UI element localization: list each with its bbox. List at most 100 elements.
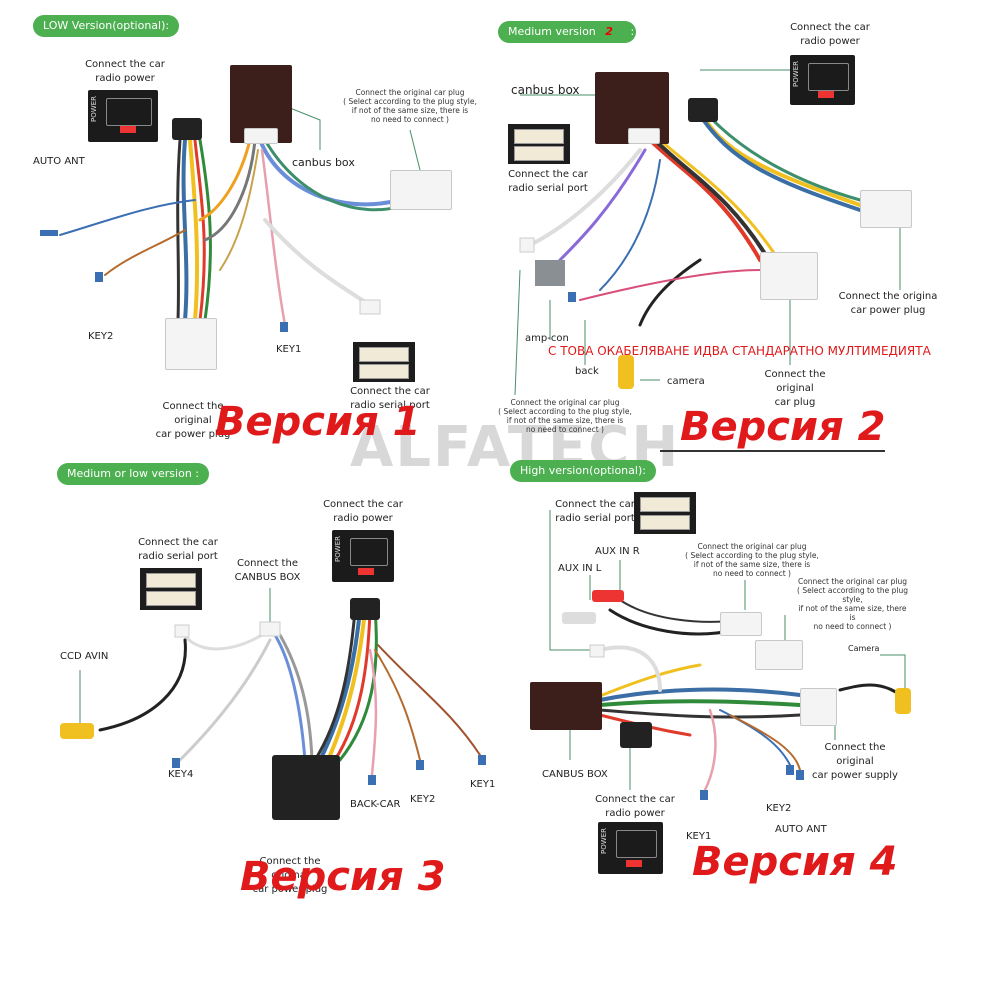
panel3-serial-connector	[140, 568, 202, 610]
panel3-canbus-label: Connect the CANBUS BOX	[234, 558, 301, 583]
panel2-version-label: Версия 2	[680, 404, 886, 450]
panel4-aux-l-label: AUX IN L	[558, 563, 602, 574]
panel4-aux-r-rca	[592, 590, 624, 602]
panel1-canbus-box-label: canbus box	[292, 156, 355, 169]
panel1-header: LOW Version(optional):	[33, 15, 180, 37]
fuse	[818, 91, 834, 98]
panel4-aux-l-rca	[562, 612, 596, 624]
panel2-back-label: back	[575, 366, 599, 377]
panel3-radio-power-connector: POWER	[332, 530, 394, 582]
panel4-power-supply-plug	[800, 688, 837, 726]
panel3-back-car-label: BACK-CAR	[350, 799, 401, 810]
power-text: POWER	[90, 96, 98, 122]
panel4-plug-b	[755, 640, 803, 670]
panel3-iso-connector	[272, 755, 340, 820]
panel1-radio-power-connector: POWER	[88, 90, 158, 142]
panel1-key2-label: KEY2	[88, 331, 114, 342]
panel4-canbus-box	[530, 682, 602, 730]
panel4-aux-r-label: AUX IN R	[595, 546, 640, 557]
panel3-ccd-rca	[60, 723, 94, 739]
panel4-camera-label: Camera	[848, 644, 880, 653]
panel1-plug-note: Connect the original car plug ( Select a…	[343, 88, 477, 124]
panel2-underline	[660, 450, 885, 452]
fuse	[120, 126, 136, 133]
power-text: POWER	[334, 536, 342, 562]
panel2-radio-power-connector: POWER	[790, 55, 855, 105]
panel1-power-plug-label: Connect the original car power plug	[155, 401, 231, 440]
serial-row	[146, 573, 196, 588]
panel4-radio-power-connector: POWER	[598, 822, 663, 874]
power-text: POWER	[792, 61, 800, 87]
panel2-black-connector	[688, 98, 718, 122]
panel2-power-plug-label: Connect the origina car power plug	[838, 291, 938, 316]
panel3-ccd-avin-label: CCD AVIN	[60, 651, 109, 662]
serial-row	[359, 364, 409, 379]
panel4-plug-note-b: Connect the original car plug ( Select a…	[797, 577, 908, 631]
panel4-power-supply-label: Connect the original car power supply	[812, 742, 898, 781]
panel4-header: High version(optional):	[510, 460, 656, 482]
panel2-header-tail: :	[630, 25, 635, 38]
panel2-camera-rca	[618, 355, 634, 389]
power-text: POWER	[600, 828, 608, 854]
panel2-serial-connector	[508, 124, 570, 164]
panel3-black-connector	[350, 598, 380, 620]
panel1-black-connector	[172, 118, 202, 140]
panel3-wires	[98, 608, 481, 777]
panel2-car-plug	[760, 252, 818, 300]
panel2-power-plug	[860, 190, 912, 228]
panel2-header-text: Medium version	[508, 25, 596, 38]
panel4-serial-connector	[634, 492, 696, 534]
serial-row	[514, 146, 564, 161]
panel1-version-label: Версия 1	[215, 399, 421, 445]
panel3-key2-label: KEY2	[410, 794, 436, 805]
panel4-serial-port-label: Connect the car radio serial port	[555, 499, 635, 524]
panel3-key4-label: KEY4	[168, 769, 194, 780]
panel1-wires	[59, 138, 407, 327]
panel2-red-note: С ТОВА ОКАБЕЛЯВАНЕ ИДВА СТАНДАРАТНО МУЛТ…	[548, 344, 931, 358]
panel2-header-number: 2	[605, 25, 613, 38]
panel2-car-plug-label: Connect the original car plug	[764, 369, 826, 408]
panel2-canbus-box-label: canbus box	[511, 83, 580, 97]
panel1-radio-power-label: Connect the car radio power	[85, 59, 165, 84]
serial-row	[514, 129, 564, 144]
serial-row	[640, 515, 690, 530]
serial-row	[146, 591, 196, 606]
panel1-serial-connector	[353, 342, 415, 382]
panel2-wires	[528, 108, 862, 327]
panel4-canbus-box-label: CANBUS BOX	[542, 769, 608, 780]
panel1-original-plug	[390, 170, 452, 210]
panel2-radio-power-label: Connect the car radio power	[790, 22, 870, 47]
panel2-amp-con-label: amp-con	[525, 333, 569, 344]
panel3-version-label: Версия 3	[240, 854, 446, 900]
panel1-power-plug	[165, 318, 217, 370]
panel3-key1-label: KEY1	[470, 779, 496, 790]
panel4-key1-label: KEY1	[686, 831, 712, 842]
panel3-header: Medium or low version :	[57, 463, 209, 485]
serial-row	[359, 347, 409, 362]
panel4-plug-a	[720, 612, 762, 636]
panel1-key1-label: KEY1	[276, 344, 302, 355]
pin-block	[616, 830, 657, 858]
panel1-serial-port-label: Connect the car radio serial port	[350, 386, 430, 411]
fuse	[358, 568, 374, 575]
panel3-serial-port-label: Connect the car radio serial port	[138, 537, 218, 562]
panel4-auto-ant-label: AUTO ANT	[775, 824, 827, 835]
panel2-serial-port-label: Connect the car radio serial port	[508, 169, 588, 194]
panel3-radio-power-label: Connect the car radio power	[323, 499, 403, 524]
pin-block	[808, 63, 849, 91]
panel4-radio-power-label: Connect the car radio power	[595, 794, 675, 819]
pin-block	[350, 538, 388, 566]
panel2-header: Medium version 2 :	[498, 21, 636, 43]
panel4-version-label: Версия 4	[692, 839, 898, 885]
panel1-auto-ant-label: AUTO ANT	[33, 156, 85, 167]
panel4-black-connector	[620, 722, 652, 748]
panel4-plug-note-a: Connect the original car plug ( Select a…	[685, 542, 819, 578]
pin-block	[106, 98, 152, 126]
panel2-camera-label: camera	[667, 376, 705, 387]
serial-row	[640, 497, 690, 512]
panel4-camera-rca	[895, 688, 911, 714]
fuse	[626, 860, 642, 867]
panel3-original-label: Connect the original car power plug	[252, 856, 328, 895]
panel2-canbus-plug	[628, 128, 660, 144]
